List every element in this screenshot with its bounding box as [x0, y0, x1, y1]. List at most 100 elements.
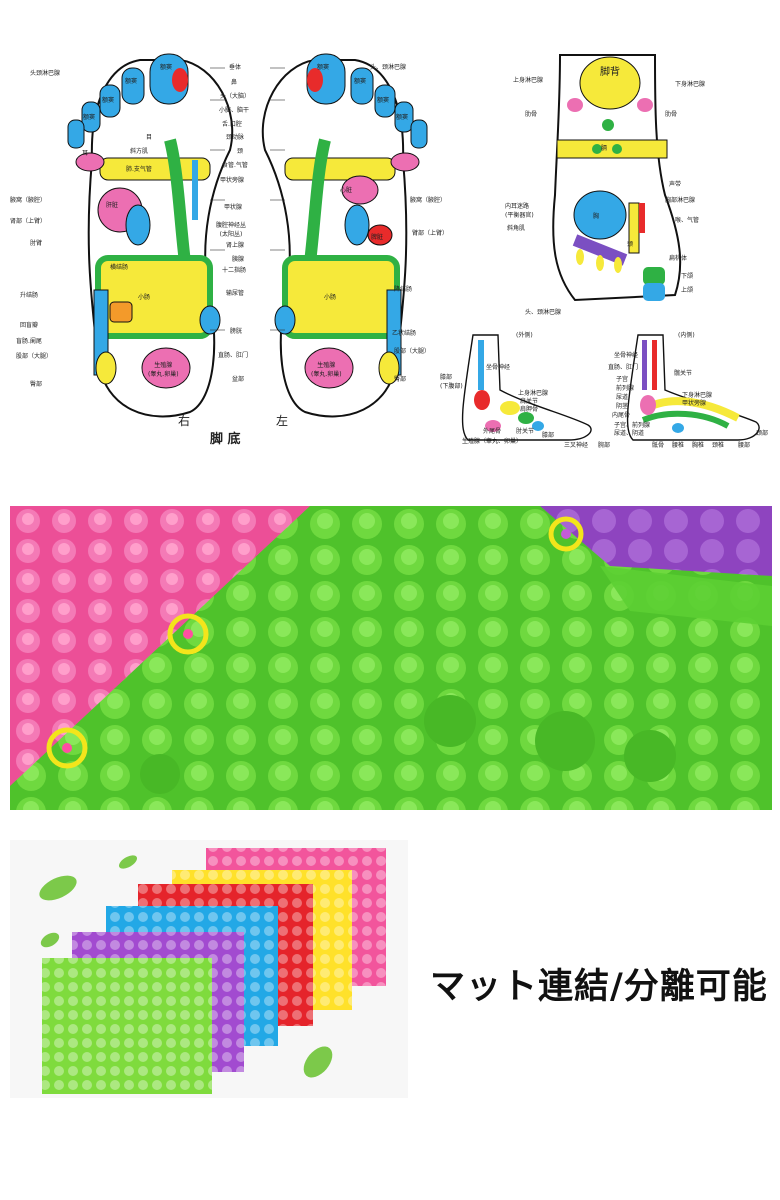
center-label: 胰腺 — [232, 256, 245, 263]
outer-label: 膝部 — [542, 432, 555, 439]
side-label: 臀部 — [30, 381, 43, 388]
toe-label: 额窦 — [160, 64, 173, 71]
liver-label: 肝脏 — [106, 202, 119, 209]
outer-label: 腕部 — [598, 442, 611, 449]
outer-label: 外尾骨 — [483, 428, 502, 435]
outer-label: 肩关节 — [520, 398, 539, 405]
inner-label: 髋关节 — [674, 370, 693, 377]
center-label: 垂体 — [229, 64, 242, 71]
left-toes — [306, 53, 428, 149]
center-label: 甲状旁腺 — [220, 177, 245, 184]
center-label: 盆部 — [232, 376, 245, 383]
side-reflexology-charts: (外侧) (内侧) 坐骨神经 膝部 (下腹部) 上身淋巴腺 肩关节 肩胛骨 外尾… — [438, 330, 773, 455]
small-intestine-label: 小肠 — [324, 294, 337, 301]
sole-caption: 脚 底 — [210, 432, 241, 447]
side-label: 臂部（上臂） — [412, 230, 449, 237]
dorsal-label: 声带 — [669, 181, 682, 188]
center-leader-lines — [210, 67, 285, 331]
center-label: 肾上腺 — [226, 242, 245, 249]
stacked-mats-photo — [10, 840, 408, 1098]
dorsal-label: 扁桃体 — [669, 255, 688, 262]
connector-highlight-circle — [548, 516, 584, 552]
outer-label: 坐骨神经 — [486, 364, 511, 371]
center-label: 头（大脑） — [220, 93, 251, 100]
toe-label: 额窦 — [83, 114, 96, 121]
inner-label: 内尾骨 — [612, 412, 631, 419]
inner-label: 甲状旁腺 — [682, 400, 707, 407]
lung-label: 肺.支气管 — [126, 166, 152, 173]
right-toes — [67, 53, 189, 149]
toe-label: 额窦 — [125, 78, 138, 85]
toe-label: 额窦 — [354, 78, 367, 85]
decorative-leaves — [39, 855, 333, 1078]
inner-label: 胸椎 — [692, 442, 705, 449]
genital-label: 生殖腺 (睾丸.卵巢) — [148, 362, 179, 378]
connector-highlight-circle — [46, 727, 88, 769]
inner-label: 子宫、前列腺 — [614, 422, 651, 429]
side-label: 头、颈淋巴腺 — [370, 64, 407, 71]
left-organ-zones — [274, 138, 420, 389]
stacked-mats-drawing — [10, 840, 408, 1098]
dorsal-label: 胸 — [593, 213, 600, 220]
side-label: 回盲瓣 — [20, 322, 39, 329]
dorsal-label: 下身淋巴腺 — [675, 81, 706, 88]
outer-label: 膝部 (下腹部) — [440, 374, 463, 390]
outer-label: 上身淋巴腺 — [518, 390, 549, 397]
center-label: 腹腔神经丛 (太阳丛) — [216, 222, 247, 238]
center-label: 甲状腺 — [224, 204, 243, 211]
outer-label: 肩胛骨 — [520, 406, 539, 413]
side-label: 乙状结肠 — [392, 330, 417, 337]
purple-mat — [540, 506, 772, 576]
side-label: 盲肠.阑尾 — [16, 338, 42, 345]
side-label: 股部（大腿） — [16, 353, 53, 360]
inner-label: 腰椎 — [672, 442, 685, 449]
dorsal-title: 脚背 — [600, 67, 620, 78]
side-label: 腋窝（腋腔） — [10, 197, 47, 204]
inner-label: 下身淋巴腺 — [682, 392, 713, 399]
side-label: 肾部（上臂） — [10, 218, 47, 225]
heart-label: 心脏 — [340, 187, 353, 194]
center-label: 鼻 — [231, 79, 238, 86]
outer-title: (外侧) — [516, 332, 533, 339]
center-label: 颈动脉 — [226, 134, 245, 141]
ear-label: 耳 — [82, 150, 89, 157]
dorsal-label: 斜角肌 — [507, 225, 526, 232]
side-charts-drawing — [461, 334, 760, 441]
center-label: 小脑、脑干 — [219, 107, 250, 114]
dorsal-label: 上颌 — [681, 287, 694, 294]
side-label: 腋窝（腋腔） — [410, 197, 447, 204]
dorsal-label: 内耳迷路 (平衡器官) — [505, 203, 534, 219]
mat-closeup-photo — [10, 506, 772, 810]
dorsal-label: 肋骨 — [665, 111, 678, 118]
dorsal-label: 喉、气管 — [675, 217, 700, 224]
side-label: 臀部 — [394, 376, 407, 383]
genital-label: 生殖腺 (睾丸.卵巢) — [311, 362, 342, 378]
mat-stack — [42, 848, 386, 1094]
toe-label: 额窦 — [377, 97, 390, 104]
right-organ-zones — [75, 138, 221, 389]
inner-label: 尿道、阴道 — [614, 430, 645, 437]
side-label: 头颈淋巴腺 — [30, 70, 61, 77]
toe-label: 额窦 — [396, 114, 409, 121]
connect-detach-caption: マット連結/分離可能 — [430, 967, 768, 1007]
eye-label: 目 — [146, 134, 153, 141]
dorsal-chart-drawing — [552, 54, 682, 302]
side-label: 股部（大腿） — [394, 348, 431, 355]
center-label: 膀胱 — [230, 328, 243, 335]
spleen-label: 脾脏 — [371, 234, 384, 241]
right-foot-label: 右 — [178, 414, 191, 428]
side-label: 降结肠 — [394, 286, 413, 293]
left-foot-label: 左 — [276, 414, 289, 428]
inner-label: 颈椎 — [712, 442, 725, 449]
dorsal-label: 上身淋巴腺 — [513, 77, 544, 84]
inner-label: 尿道 阴茎 — [616, 394, 629, 410]
mat-closeup-drawing — [10, 506, 772, 810]
sole-reflexology-chart: 额窦 额窦 额窦 额窦 额窦 额窦 额窦 额窦 目 耳 斜方肌 肺.支气管 肝脏… — [10, 40, 460, 450]
outer-label: 生殖腺（睾丸、卵巢） — [462, 438, 523, 445]
toe-label: 额窦 — [317, 64, 330, 71]
dorsal-label: 胸部淋巴腺 — [665, 197, 696, 204]
inner-label: 直肠、肛门 — [608, 364, 639, 371]
side-label: 肘臂 — [30, 240, 43, 247]
inner-label: 坐骨神经 — [614, 352, 639, 359]
dorsal-label: 肋骨 — [525, 111, 538, 118]
